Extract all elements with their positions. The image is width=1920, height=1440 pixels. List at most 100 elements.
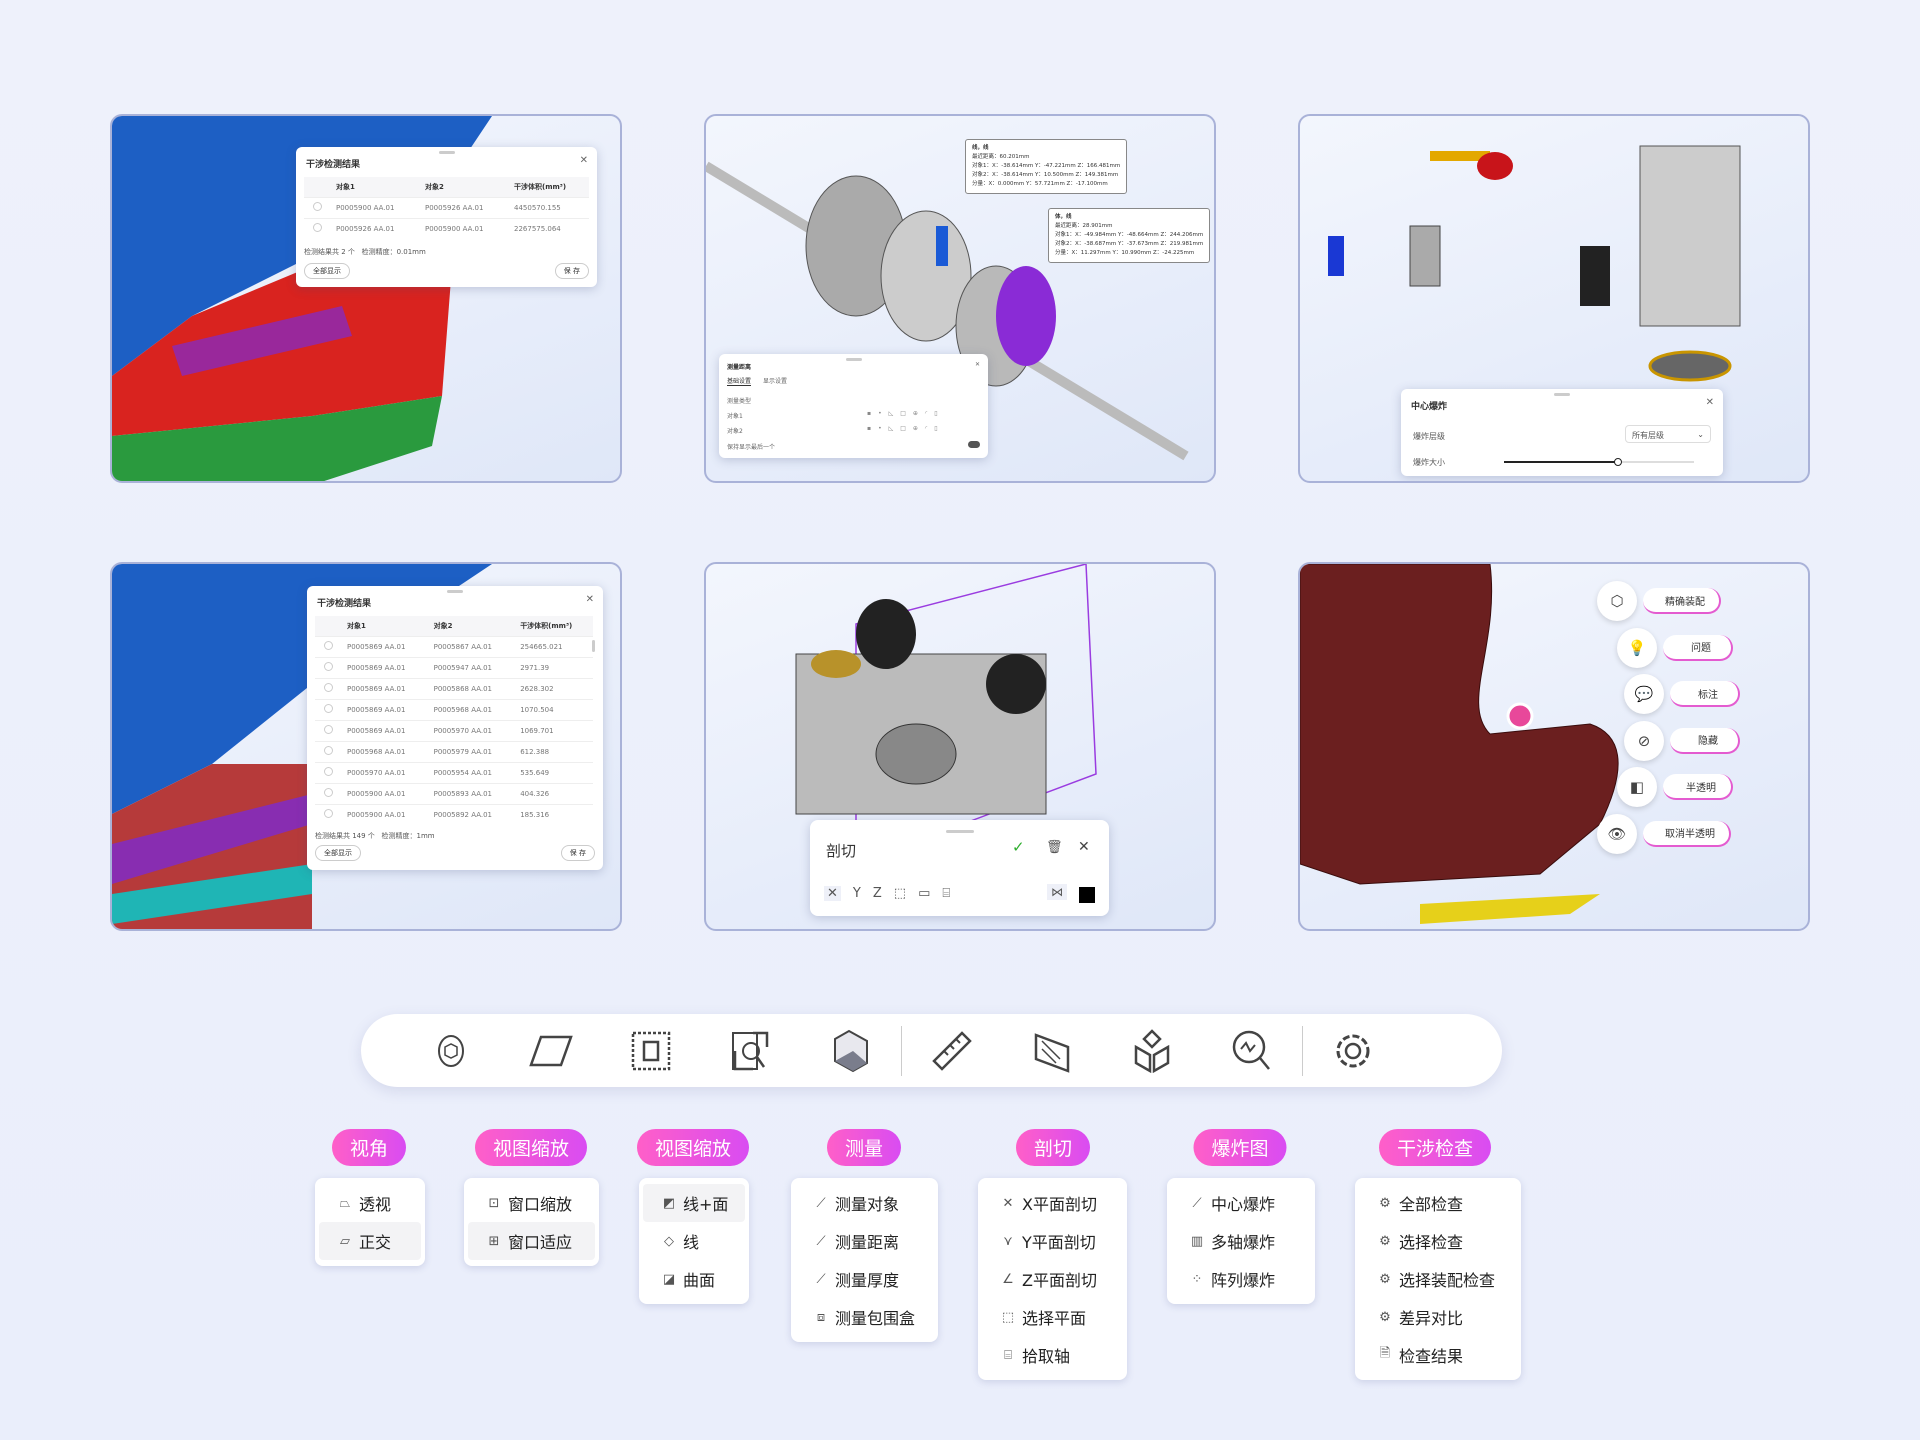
precise-assembly-icon[interactable]: ⬡ (1597, 581, 1637, 621)
explode-icon[interactable] (1102, 1021, 1202, 1081)
menu-item[interactable]: ⚙选择装配检查 (1359, 1260, 1517, 1298)
show-all-button[interactable]: 全部显示 (315, 845, 361, 861)
close-icon[interactable]: ✕ (579, 155, 588, 166)
menu-item[interactable]: ⟋测量距离 (795, 1222, 934, 1260)
menu-item[interactable]: ⬚选择平面 (982, 1298, 1123, 1336)
object2-pick-icons[interactable]: ▪•◺□⊕◜▯ (867, 425, 945, 432)
explode-size-slider[interactable] (1504, 458, 1694, 466)
rotate-view-icon[interactable] (401, 1021, 501, 1081)
close-icon[interactable]: ✕ (1078, 839, 1090, 855)
x-plane-cut-icon[interactable]: ✕ (824, 886, 841, 901)
side-button-label[interactable]: 标注 (1670, 681, 1740, 707)
scrollbar[interactable] (592, 640, 595, 652)
side-button-issue[interactable]: 💡问题 (1617, 627, 1733, 668)
trash-icon[interactable]: 🗑 (1046, 840, 1063, 855)
section-cut-icon[interactable] (1002, 1021, 1102, 1081)
select-plane-icon[interactable]: ⬚ (893, 886, 907, 901)
issue-marker[interactable] (1506, 702, 1534, 730)
explode-level-select[interactable]: 所有层级⌄ (1625, 425, 1711, 443)
row-radio[interactable] (323, 704, 333, 713)
menu-item[interactable]: ⊞窗口适应 (468, 1222, 595, 1260)
side-button-translucent[interactable]: ◧半透明 (1617, 767, 1733, 807)
close-icon[interactable]: ✕ (585, 594, 594, 605)
side-button-label[interactable]: 取消半透明 (1643, 820, 1731, 847)
row-radio[interactable] (323, 767, 333, 776)
row-radio[interactable] (323, 788, 333, 797)
row-radio[interactable] (312, 223, 322, 233)
menu-item[interactable]: ▥多轴爆炸 (1171, 1222, 1311, 1260)
cap-color-swatch[interactable] (1079, 887, 1095, 903)
row-radio[interactable] (323, 746, 333, 755)
side-button-label[interactable]: 问题 (1663, 634, 1733, 661)
menu-item[interactable]: ∠Z平面剖切 (982, 1260, 1123, 1298)
ruler-icon[interactable] (902, 1021, 1002, 1081)
menu-item[interactable]: ⟋测量对象 (795, 1184, 934, 1222)
menu-item[interactable]: ◩线+面 (643, 1184, 745, 1222)
window-zoom-icon[interactable] (601, 1021, 701, 1081)
rotate-plane-icon[interactable]: ▭ (918, 886, 931, 901)
menu-item[interactable]: ⏢透视 (319, 1184, 421, 1222)
menu-item[interactable]: ⊡窗口缩放 (468, 1184, 595, 1222)
save-button[interactable]: 保 存 (560, 845, 595, 861)
menu-item[interactable]: ⟋中心爆炸 (1171, 1184, 1311, 1222)
tab-display[interactable]: 显示设置 (763, 378, 788, 385)
menu-item[interactable]: ⚙选择检查 (1359, 1222, 1517, 1260)
menu-item[interactable]: ⌸拾取轴 (982, 1336, 1123, 1374)
keep-last-toggle[interactable] (968, 441, 980, 448)
side-button-precise-assembly[interactable]: ⬡精确装配 (1597, 581, 1721, 621)
menu-item[interactable]: ◇线 (643, 1222, 745, 1260)
zoom-fit-icon[interactable] (701, 1021, 801, 1081)
row-radio[interactable] (312, 202, 322, 211)
menu-item[interactable]: ⚙差异对比 (1359, 1298, 1517, 1336)
object1-pick-icons[interactable]: ▪•◺□⊕◜▯ (867, 410, 945, 417)
row-radio[interactable] (323, 662, 333, 671)
show-all-button[interactable]: 全部显示 (304, 263, 350, 279)
annotation-icon[interactable]: 💬 (1624, 674, 1664, 714)
row-radio[interactable] (323, 809, 333, 819)
side-button-hide[interactable]: ⊘隐藏 (1624, 720, 1740, 761)
pick-axis-icon[interactable]: ⌸ (942, 886, 951, 901)
y-plane-cut-icon[interactable]: Y (852, 886, 861, 901)
z-plane-cut-icon[interactable]: Z (872, 886, 882, 901)
cancel-translucent-icon[interactable]: 👁 (1597, 813, 1637, 854)
menu-item[interactable]: ◪曲面 (643, 1260, 745, 1298)
menu-item[interactable]: ⋎Y平面剖切 (982, 1222, 1123, 1260)
row-radio[interactable] (323, 641, 333, 650)
shaded-cube-icon[interactable] (801, 1021, 901, 1081)
side-button-cancel-translucent[interactable]: 👁取消半透明 (1597, 813, 1731, 854)
hide-icon[interactable]: ⊘ (1624, 720, 1664, 761)
menu-item[interactable]: 🗎检查结果 (1359, 1336, 1517, 1374)
flip-icon[interactable]: ⋈ (1047, 884, 1067, 900)
side-button-annotation[interactable]: 💬标注 (1624, 674, 1740, 714)
side-button-label[interactable]: 隐藏 (1670, 727, 1740, 754)
interference-search-icon[interactable] (1202, 1021, 1302, 1081)
menu-item[interactable]: ▱正交 (319, 1222, 421, 1260)
save-button[interactable]: 保 存 (554, 263, 589, 279)
menu-item[interactable]: ⁘阵列爆炸 (1171, 1260, 1311, 1298)
tab-basic[interactable]: 基础设置 (727, 378, 752, 386)
drag-handle[interactable] (438, 151, 455, 154)
side-button-label[interactable]: 半透明 (1663, 774, 1733, 800)
menu-item[interactable]: ✕X平面剖切 (982, 1184, 1123, 1222)
menu-item[interactable]: ⟋测量厚度 (795, 1260, 934, 1298)
translucent-icon[interactable]: ◧ (1617, 767, 1657, 807)
side-button-label[interactable]: 精确装配 (1643, 588, 1721, 614)
close-icon[interactable]: ✕ (1705, 397, 1714, 408)
orthographic-icon[interactable] (501, 1021, 601, 1081)
close-icon[interactable]: ✕ (974, 361, 980, 368)
confirm-check-icon[interactable]: ✓ (1012, 838, 1025, 856)
row-radio[interactable] (323, 683, 333, 692)
issue-icon[interactable]: 💡 (1617, 627, 1657, 668)
settings-gear-icon[interactable] (1303, 1021, 1403, 1081)
